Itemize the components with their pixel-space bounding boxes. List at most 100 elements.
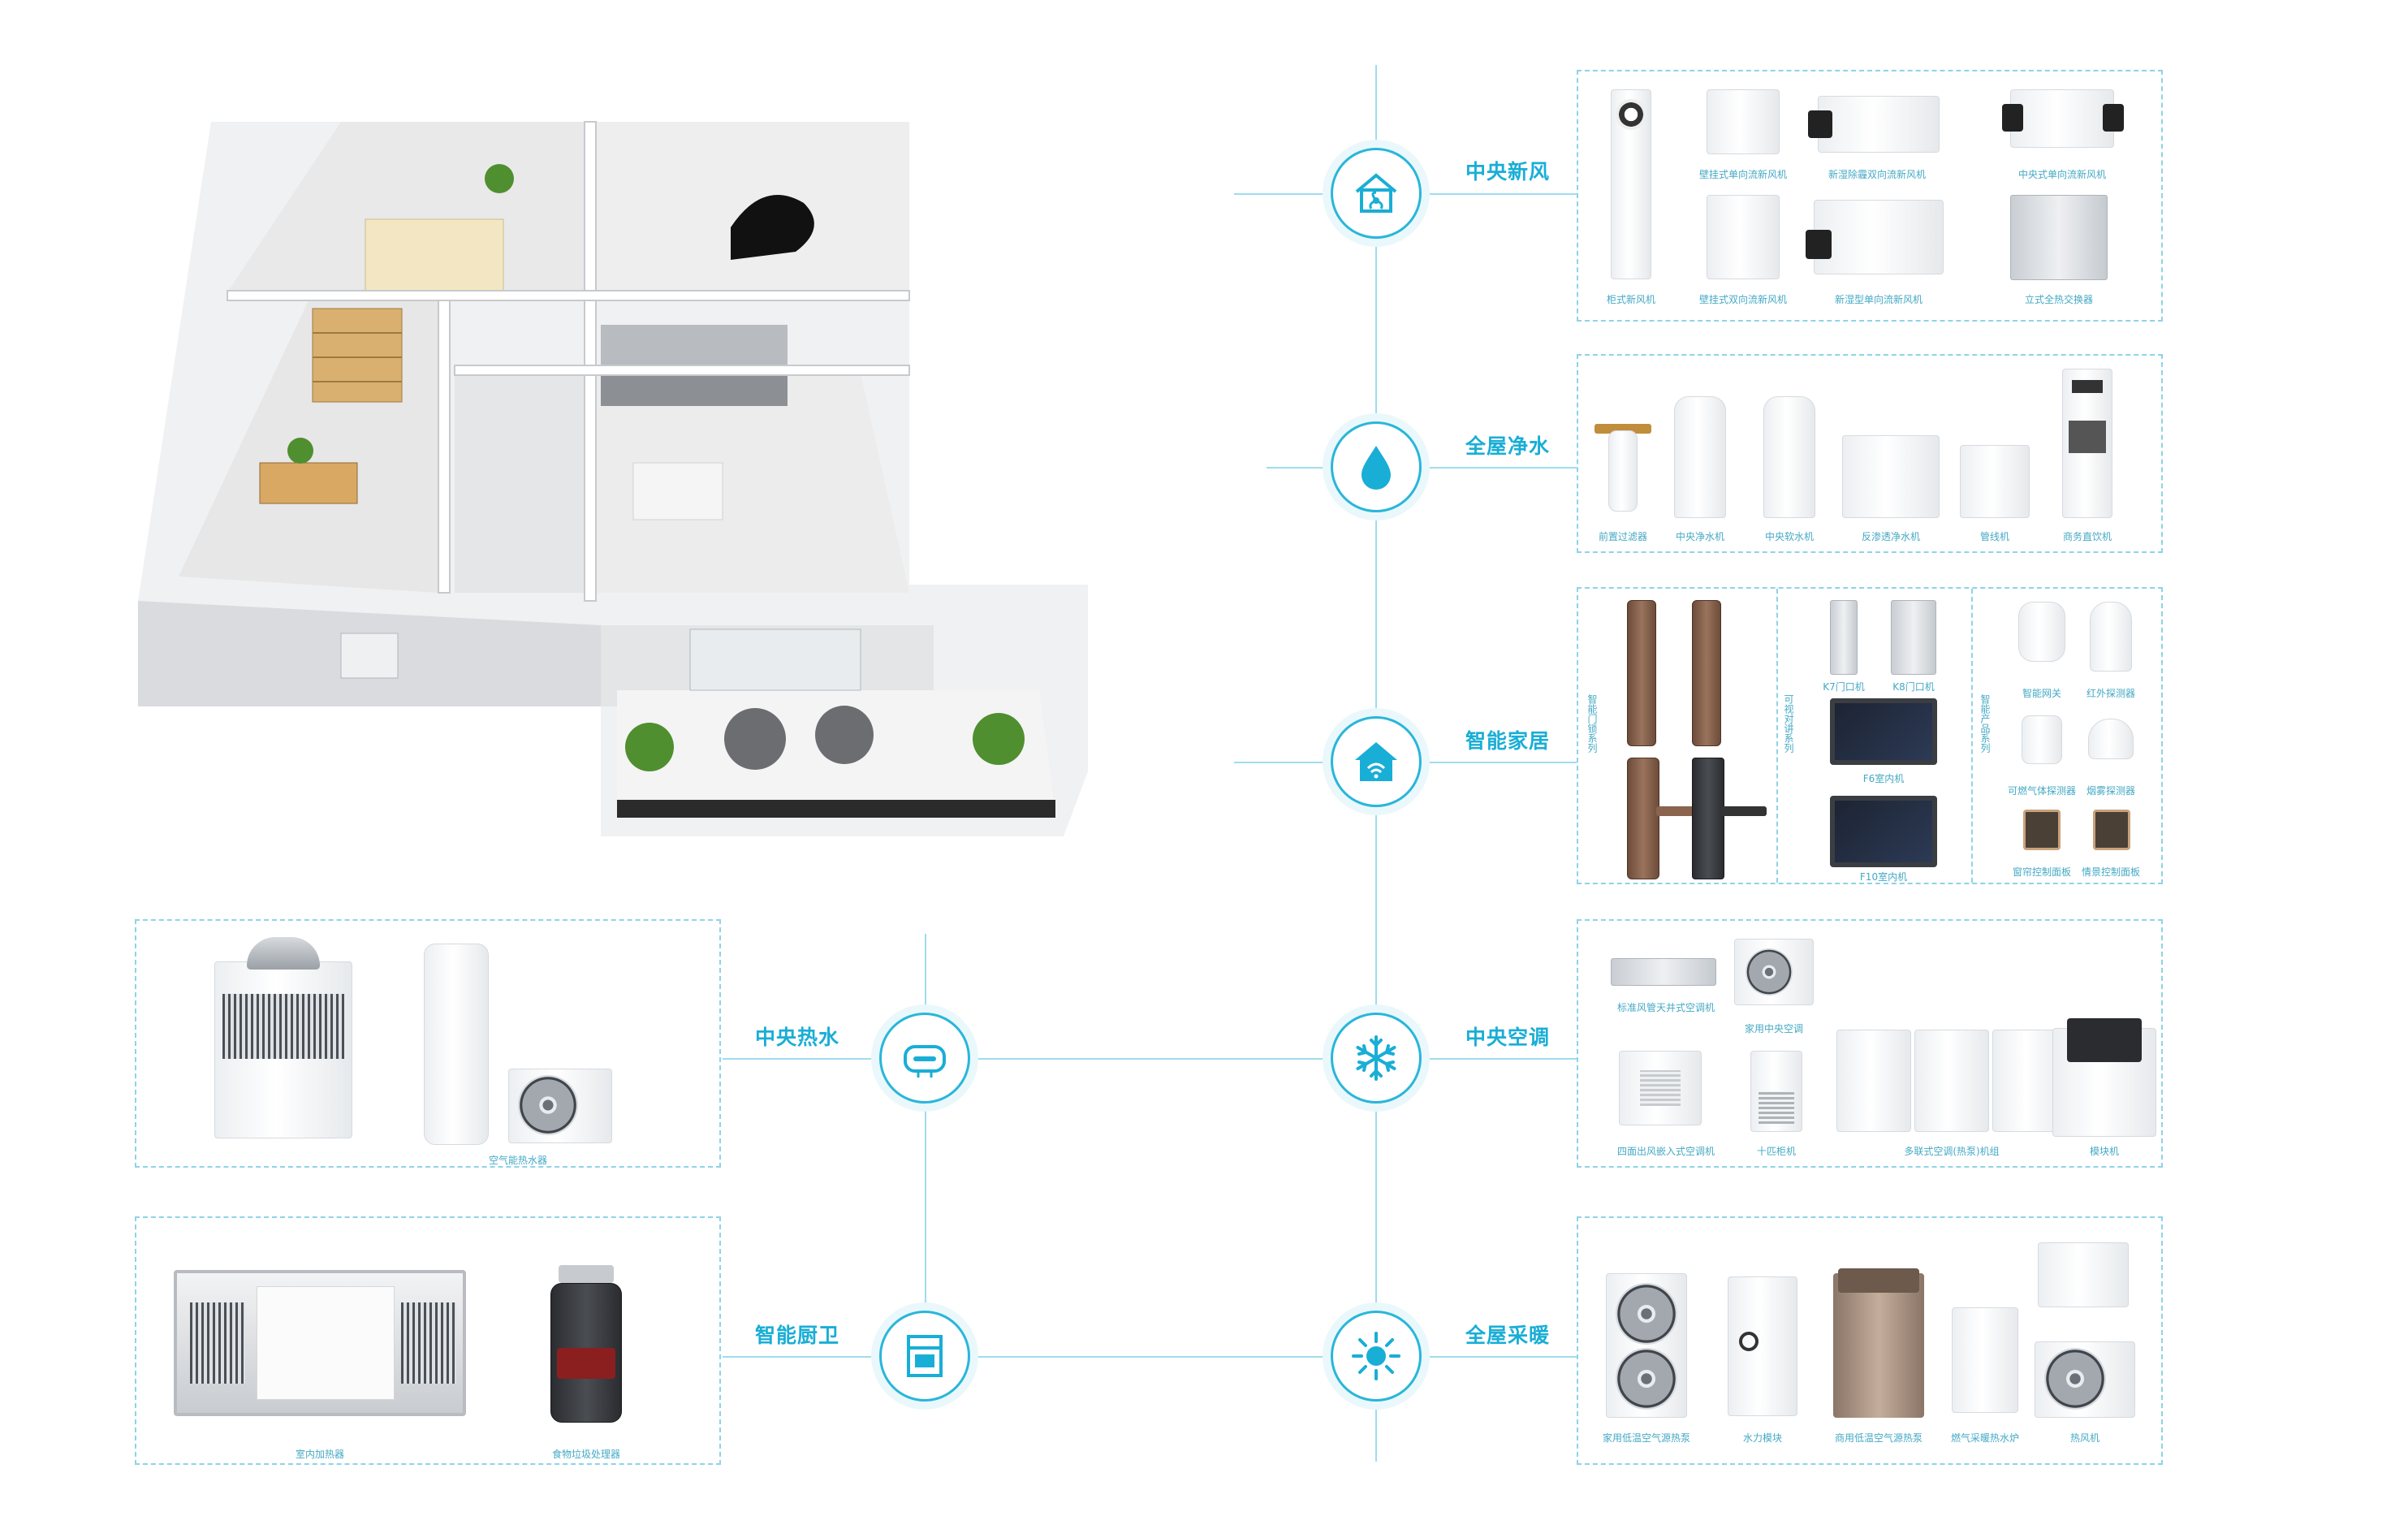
snowflake-icon bbox=[1331, 1013, 1422, 1104]
panel-water: 前置过滤器 中央净水机 中央软水机 反渗透净水机 管线机 商务直饮机 bbox=[1577, 354, 2163, 553]
product-image-detail bbox=[257, 1286, 395, 1400]
product-name: K8门口机 bbox=[1892, 681, 1935, 693]
group-label-sensors: 智能产品系列 bbox=[1979, 694, 1991, 753]
product-name: 烟雾探测器 bbox=[2086, 785, 2136, 797]
house-fan-icon bbox=[1331, 148, 1422, 239]
product-image-detail bbox=[1806, 230, 1832, 259]
product-image bbox=[1960, 445, 2030, 518]
product-image bbox=[1842, 435, 1940, 518]
product-image-detail bbox=[1759, 1091, 1794, 1124]
fan-graphic bbox=[2044, 1348, 2106, 1410]
category-label-fresh-air: 中央新风 bbox=[1465, 160, 1551, 184]
panel-divider bbox=[1971, 589, 1973, 883]
product-image-detail bbox=[2067, 1018, 2142, 1062]
fan-graphic bbox=[1616, 1348, 1677, 1410]
product-image-detail bbox=[401, 1302, 456, 1384]
product-name: 前置过滤器 bbox=[1598, 531, 1648, 542]
product-name: 水力模块 bbox=[1742, 1432, 1783, 1444]
product-image bbox=[559, 1265, 614, 1283]
category-label-heating: 全屋采暖 bbox=[1465, 1324, 1551, 1347]
group-label-locks: 智能门锁系列 bbox=[1586, 694, 1598, 753]
product-image bbox=[1707, 195, 1780, 279]
connector-hot-water bbox=[723, 1058, 885, 1060]
product-image bbox=[1814, 200, 1944, 274]
product-name: 管线机 bbox=[1979, 531, 2010, 542]
product-image bbox=[1952, 1307, 2018, 1413]
product-name: 燃气采暖热水炉 bbox=[1950, 1432, 2020, 1444]
product-name: 中央净水机 bbox=[1675, 531, 1725, 542]
product-image bbox=[1692, 600, 1721, 746]
panel-ac: 标准风管天井式空调机 家用中央空调 四面出风嵌入式空调机 十匹柜机 多联式空调(… bbox=[1577, 919, 2163, 1168]
product-name: 室内加热器 bbox=[295, 1449, 345, 1460]
connector-heating bbox=[974, 1356, 1583, 1358]
product-name: F6室内机 bbox=[1862, 773, 1905, 784]
product-image bbox=[1763, 396, 1815, 518]
panel-kitchen: 室内加热器 食物垃圾处理器 bbox=[135, 1216, 721, 1465]
product-image bbox=[2010, 89, 2114, 148]
product-image bbox=[1692, 758, 1724, 879]
product-name: 中央软水机 bbox=[1764, 531, 1815, 542]
product-image bbox=[2010, 195, 2108, 280]
product-image-detail bbox=[247, 937, 320, 970]
category-label-ac: 中央空调 bbox=[1465, 1026, 1551, 1049]
product-name: 窗帘控制面板 bbox=[2012, 866, 2072, 878]
product-image bbox=[1728, 1276, 1797, 1416]
product-name: 食物垃圾处理器 bbox=[551, 1449, 621, 1460]
category-label-water: 全屋净水 bbox=[1465, 434, 1551, 458]
connector-kitchen bbox=[723, 1356, 885, 1358]
product-name: 十匹柜机 bbox=[1756, 1146, 1797, 1157]
product-name: 立式全热交换器 bbox=[2024, 294, 2094, 305]
product-image bbox=[1914, 1030, 1989, 1132]
product-name: 商务直饮机 bbox=[2062, 531, 2112, 542]
product-name: 壁挂式双向流新风机 bbox=[1698, 294, 1788, 305]
product-image bbox=[2018, 602, 2065, 662]
product-name: 家用中央空调 bbox=[1744, 1023, 1804, 1034]
group-label-intercom: 可视对讲系列 bbox=[1783, 694, 1794, 753]
product-image-detail bbox=[2069, 421, 2106, 453]
product-name: 反渗透净水机 bbox=[1861, 531, 1921, 542]
product-name: 模块机 bbox=[2089, 1146, 2120, 1157]
product-name: 可燃气体探测器 bbox=[2007, 785, 2077, 797]
product-image bbox=[1830, 796, 1937, 867]
product-name: F10室内机 bbox=[1859, 871, 1908, 883]
product-image-detail bbox=[1838, 1268, 1919, 1293]
product-image-detail bbox=[557, 1348, 615, 1379]
product-image bbox=[2022, 715, 2062, 764]
water-drop-icon bbox=[1331, 421, 1422, 512]
panel-divider bbox=[1776, 589, 1778, 883]
connector-water bbox=[1267, 467, 1583, 469]
product-image bbox=[2038, 1242, 2129, 1307]
product-image-detail bbox=[1739, 1332, 1759, 1351]
product-name: 商用低温空气源热泵 bbox=[1834, 1432, 1923, 1444]
smart-home-wifi-icon bbox=[1331, 716, 1422, 807]
floor-plan-graphic bbox=[138, 121, 1088, 836]
category-label-hot-water: 中央热水 bbox=[755, 1026, 840, 1049]
water-heater-icon bbox=[879, 1013, 970, 1104]
product-image-detail bbox=[2002, 104, 2023, 132]
product-name: 四面出风嵌入式空调机 bbox=[1616, 1146, 1715, 1157]
product-name: 标准风管天井式空调机 bbox=[1616, 1002, 1715, 1013]
product-image bbox=[1627, 600, 1656, 746]
product-image bbox=[2023, 810, 2061, 850]
connector-ac bbox=[974, 1058, 1583, 1060]
product-image bbox=[1595, 424, 1651, 434]
product-name: 红外探测器 bbox=[2086, 688, 2136, 699]
product-name: 新湿除霾双向流新风机 bbox=[1828, 169, 1927, 180]
panel-smart-home: 智能门锁系列 可视对讲系列 智能产品系列 K7门口机 K8门口机 F6室内机 F… bbox=[1577, 587, 2163, 884]
product-name: 空气能热水器 bbox=[488, 1155, 548, 1166]
product-image bbox=[1833, 1273, 1924, 1418]
product-image-detail bbox=[1656, 806, 1702, 816]
product-image-detail bbox=[1721, 806, 1767, 816]
product-image bbox=[1674, 396, 1726, 518]
product-image-detail bbox=[1808, 110, 1832, 138]
product-name: 多联式空调(热泵)机组 bbox=[1904, 1146, 2000, 1157]
product-image bbox=[2093, 810, 2130, 850]
product-image bbox=[1830, 600, 1858, 675]
kitchen-appliance-icon bbox=[879, 1311, 970, 1402]
product-image bbox=[1818, 96, 1940, 153]
product-image-detail bbox=[1640, 1070, 1681, 1106]
panel-hot-water: 空气能热水器 bbox=[135, 919, 721, 1168]
product-image-detail bbox=[1616, 99, 1646, 130]
product-image bbox=[1627, 758, 1659, 879]
sun-icon bbox=[1331, 1311, 1422, 1402]
